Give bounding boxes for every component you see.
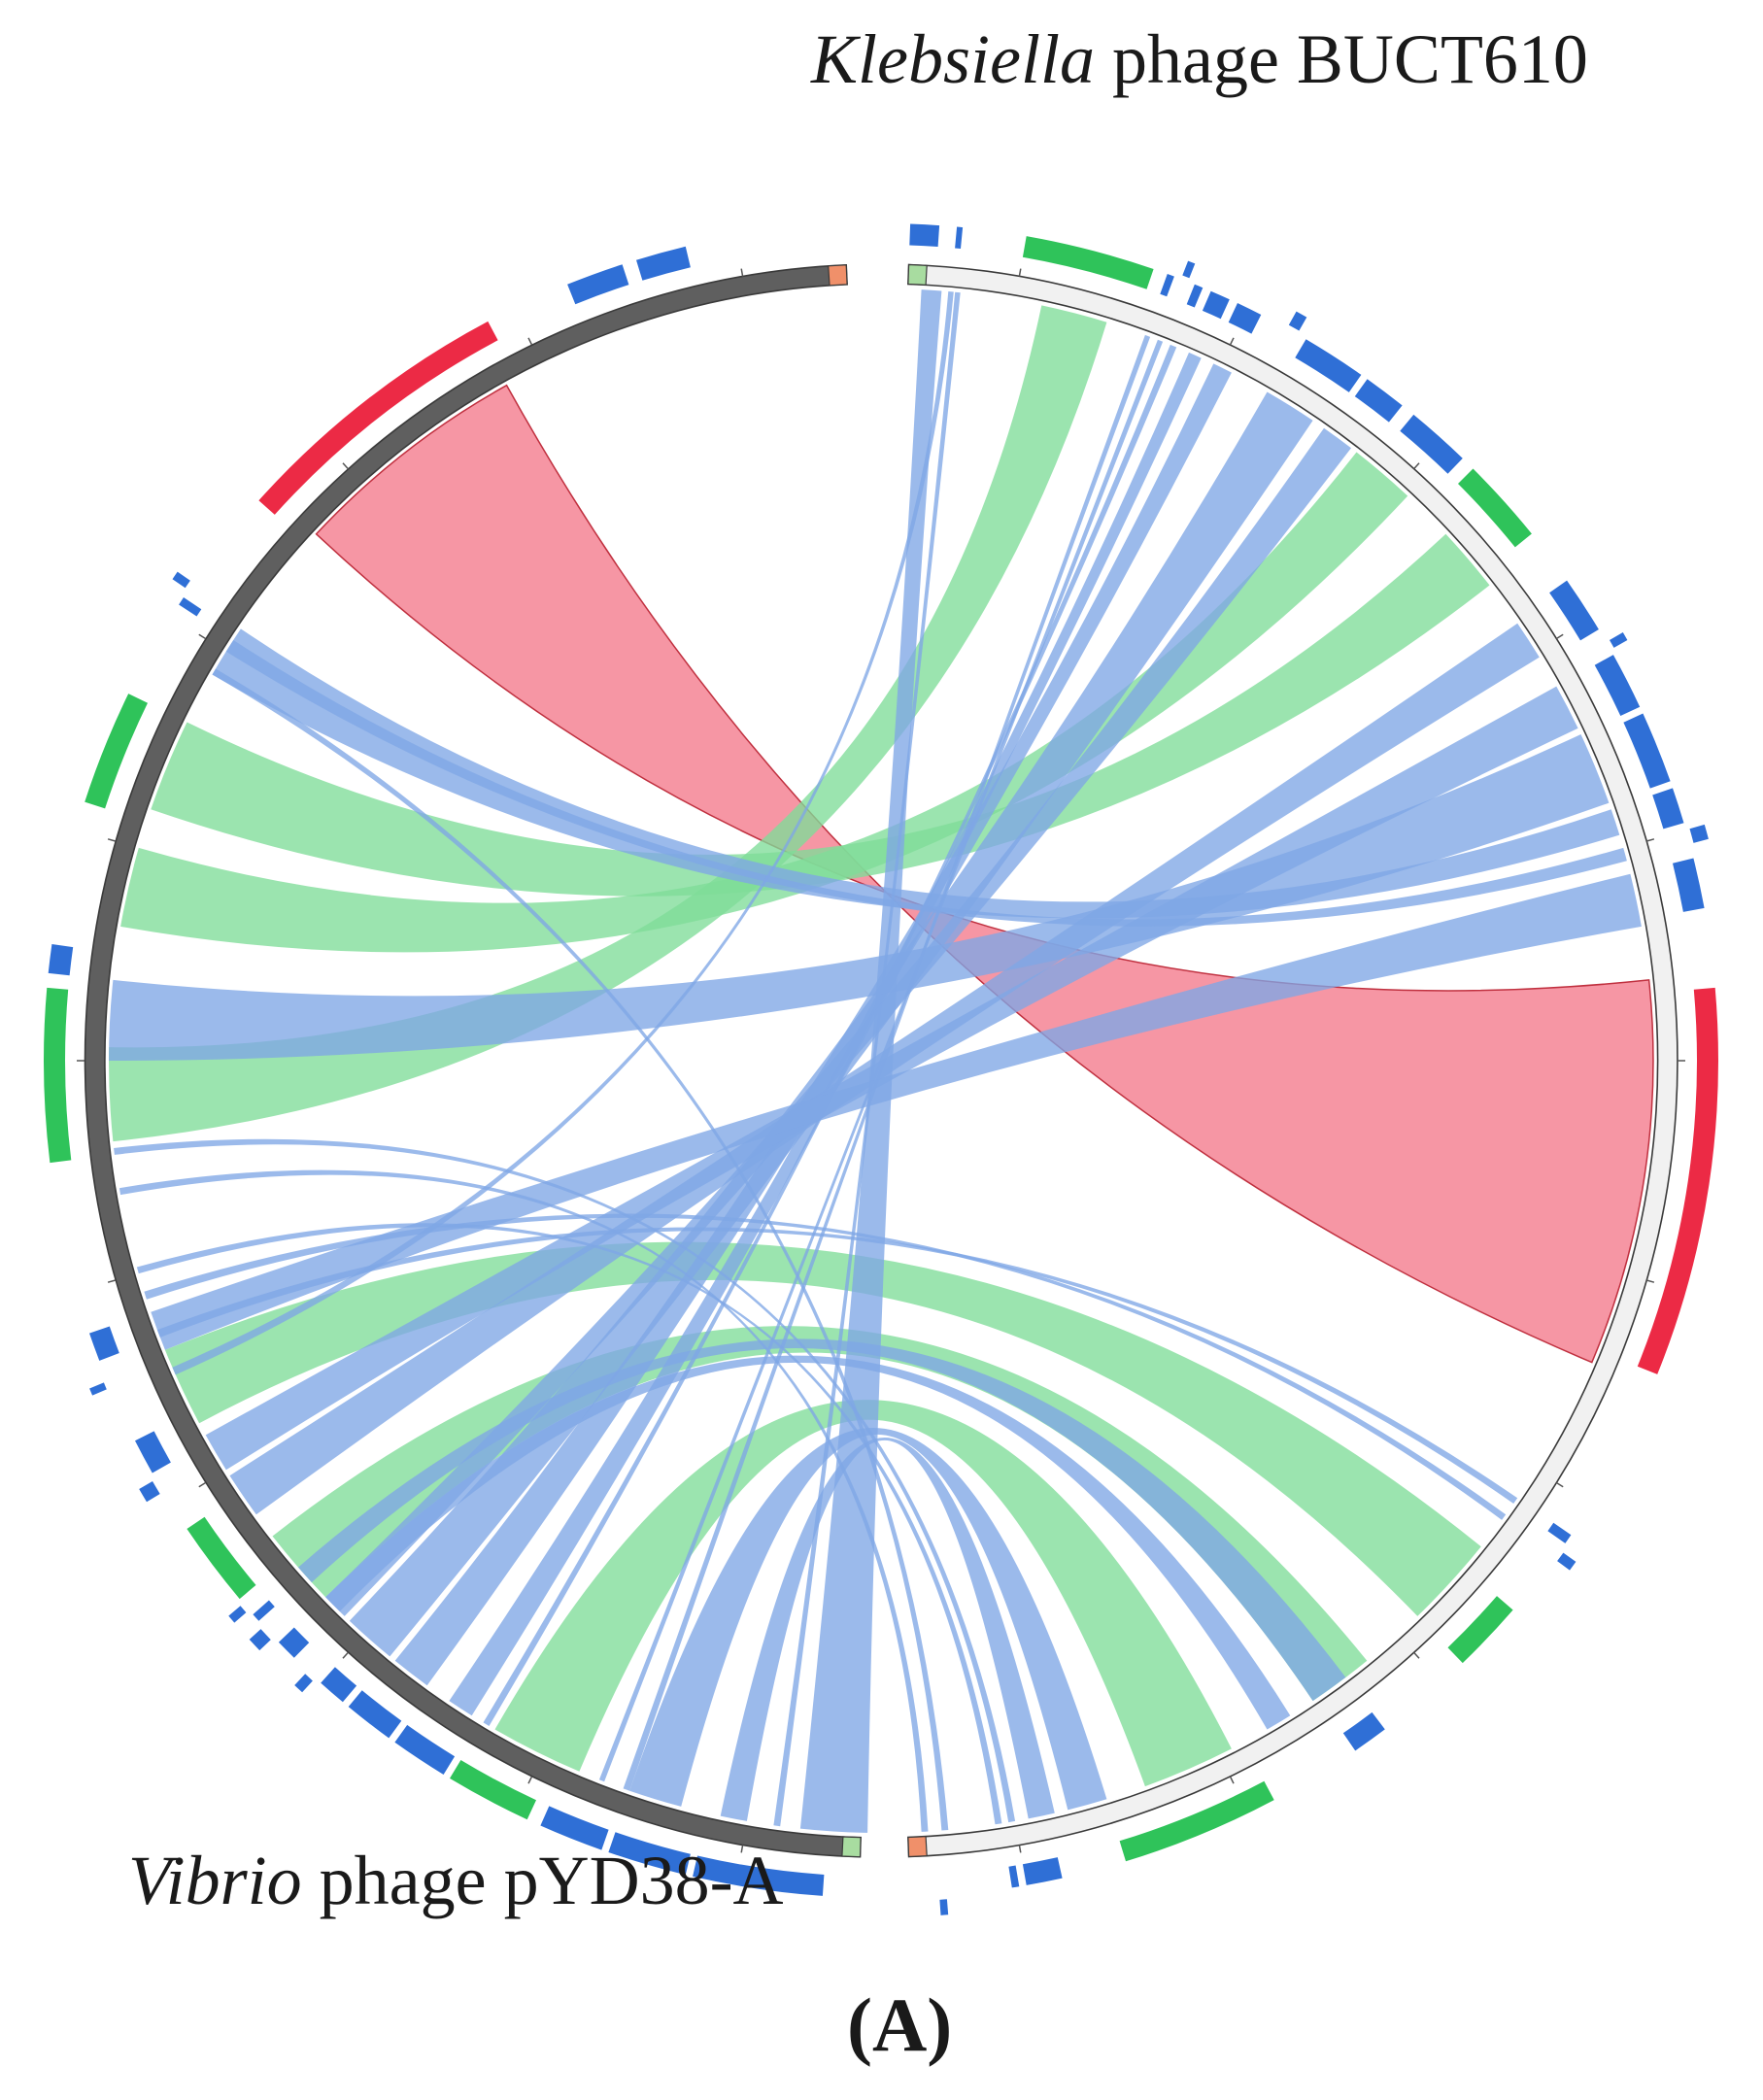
ring-end-marker xyxy=(841,1836,862,1858)
ring-tick xyxy=(1413,462,1420,470)
genome-label-klebsiella: Klebsiella phage BUCT610 xyxy=(811,20,1588,98)
blue-gene-block xyxy=(179,597,202,617)
blue-gene-block xyxy=(278,1627,310,1658)
green-gene-block xyxy=(85,694,148,809)
blue-gene-block xyxy=(693,1855,825,1896)
blue-synteny-link xyxy=(212,628,1620,919)
ring-tick xyxy=(1229,1776,1235,1784)
blue-gene-block xyxy=(294,1674,313,1693)
green-gene-block xyxy=(43,987,72,1164)
ring-tick xyxy=(527,337,533,346)
blue-gene-block xyxy=(1342,1711,1385,1751)
blue-gene-block xyxy=(135,1431,171,1473)
blue-synteny-link xyxy=(298,1338,1346,1702)
green-gene-block xyxy=(1447,1596,1513,1664)
blue-gene-block xyxy=(89,1382,107,1396)
ring-tick xyxy=(342,1651,349,1659)
blue-gene-block xyxy=(394,1724,456,1775)
blue-gene-block xyxy=(1022,1857,1063,1885)
blue-synteny-link xyxy=(773,291,961,1827)
blue-gene-block xyxy=(1549,580,1599,641)
ring-tick xyxy=(198,633,207,640)
green-gene-block xyxy=(1458,468,1532,548)
blue-synteny-link xyxy=(325,427,1352,1616)
ring-tick xyxy=(740,1845,744,1853)
ring-end-marker xyxy=(907,1836,928,1858)
blue-gene-block xyxy=(1186,284,1204,308)
blue-gene-block xyxy=(1288,311,1307,331)
blue-gene-block xyxy=(540,1806,609,1850)
blue-gene-block xyxy=(1623,713,1671,789)
ring-tick xyxy=(1018,1845,1022,1853)
genome-label-vibrio: Vibrio phage pYD38-A xyxy=(128,1842,784,1919)
ring-tick xyxy=(1645,838,1655,842)
blue-gene-block xyxy=(636,246,691,281)
blue-gene-block xyxy=(955,226,964,249)
blue-gene-block xyxy=(1160,274,1174,297)
red-gene-block xyxy=(1637,987,1718,1374)
green-gene-block xyxy=(186,1516,256,1600)
green-synteny-link xyxy=(151,533,1490,897)
green-gene-block xyxy=(450,1760,536,1820)
red-gene-block xyxy=(258,321,498,515)
blue-gene-block xyxy=(249,1629,271,1651)
green-gene-block xyxy=(1119,1780,1274,1862)
panel-label: (A) xyxy=(847,1982,953,2067)
blue-gene-block xyxy=(1202,290,1230,320)
ring-tick xyxy=(1018,268,1022,277)
blue-gene-block xyxy=(1652,788,1684,830)
ring-tick xyxy=(198,1481,207,1488)
blue-gene-block xyxy=(1354,379,1403,423)
blue-synteny-link xyxy=(720,1438,1055,1821)
ring-tick xyxy=(740,268,744,277)
blue-gene-block xyxy=(348,1690,402,1739)
blue-synteny-link xyxy=(325,1355,1291,1730)
blue-gene-block xyxy=(939,1899,949,1915)
blue-synteny-link xyxy=(151,873,1642,1350)
ring-tick xyxy=(1413,1651,1420,1659)
ring-tick xyxy=(107,838,117,842)
blue-gene-block xyxy=(1228,303,1262,334)
blue-gene-block xyxy=(1182,260,1196,279)
ring-tick xyxy=(1229,337,1235,346)
ring-end-marker xyxy=(828,264,848,287)
green-synteny-link xyxy=(164,1241,1481,1616)
synteny-links xyxy=(108,289,1654,1833)
ring-tick xyxy=(527,1776,533,1784)
blue-gene-block xyxy=(321,1667,357,1703)
ring-tick xyxy=(107,1279,117,1283)
ring-end-marker xyxy=(907,263,928,286)
blue-synteny-link xyxy=(349,391,1313,1657)
ring-tick xyxy=(342,462,349,470)
blue-gene-block xyxy=(1557,1552,1577,1571)
blue-gene-block xyxy=(1673,858,1705,912)
blue-gene-block xyxy=(1295,339,1362,392)
blue-gene-block xyxy=(1400,414,1463,474)
genome-rings xyxy=(77,263,1685,1858)
blue-synteny-link xyxy=(623,334,1151,1791)
blue-gene-block xyxy=(89,1326,119,1361)
ring-tick xyxy=(1645,1279,1655,1283)
blue-gene-block xyxy=(1610,632,1628,648)
green-gene-block xyxy=(1022,236,1154,289)
blue-gene-block xyxy=(228,1606,247,1623)
blue-gene-block xyxy=(139,1481,160,1503)
ring-tick xyxy=(1555,633,1564,640)
blue-gene-block xyxy=(1008,1865,1020,1888)
blue-gene-block xyxy=(909,223,940,247)
blue-gene-block xyxy=(253,1600,275,1621)
blue-gene-block xyxy=(1547,1522,1572,1543)
blue-gene-block xyxy=(608,1832,691,1876)
blue-gene-block xyxy=(48,944,74,976)
blue-gene-block xyxy=(567,264,629,305)
blue-gene-block xyxy=(1594,655,1641,716)
blue-gene-block xyxy=(172,571,190,589)
blue-gene-block xyxy=(1689,824,1709,843)
ring-tick xyxy=(1555,1481,1564,1488)
blue-synteny-link xyxy=(629,1427,1107,1811)
green-synteny-link xyxy=(494,1400,1232,1787)
gene-tracks xyxy=(43,223,1718,1915)
